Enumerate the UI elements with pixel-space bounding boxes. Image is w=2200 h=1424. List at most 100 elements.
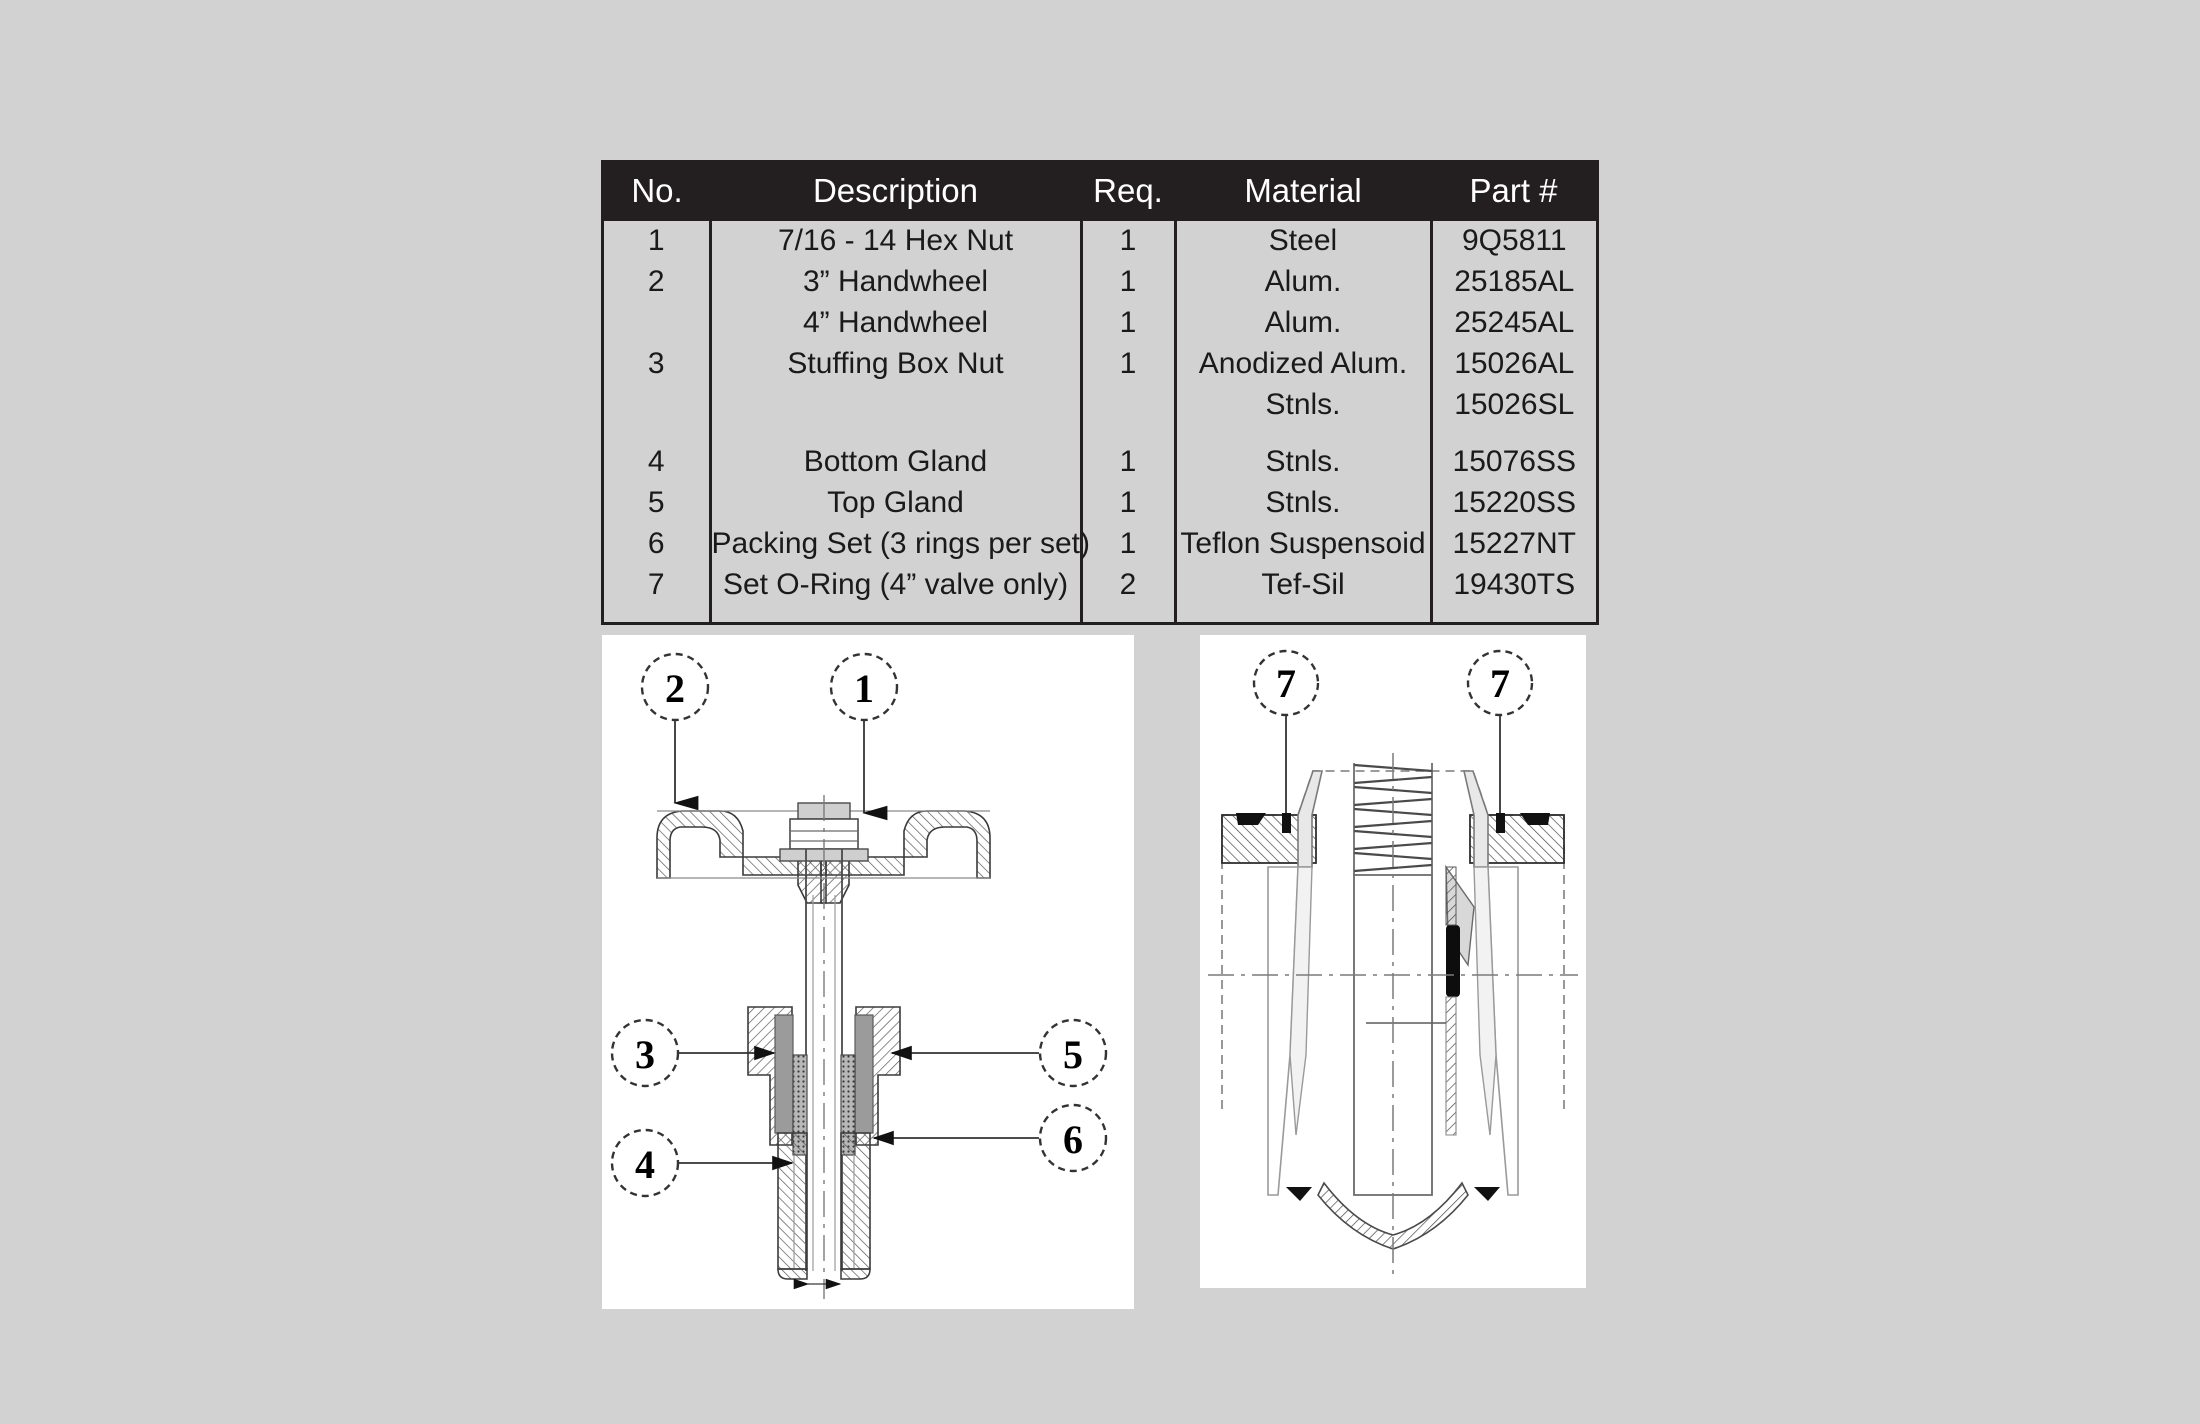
table-row: 5 Top Gland 1 Stnls. 15220SS xyxy=(604,483,1596,524)
sleeve-right-inner xyxy=(1473,866,1497,1136)
parts-table-body: 1 7/16 - 14 Hex Nut 1 Steel 9Q5811 2 3” … xyxy=(604,221,1596,622)
column-header-material: Material xyxy=(1175,163,1431,221)
column-header-req: Req. xyxy=(1081,163,1175,221)
cell-material: Steel xyxy=(1173,221,1433,262)
balloon-7-right-arrow xyxy=(1496,813,1505,833)
cell-no: 6 xyxy=(604,524,712,565)
cell-spacer xyxy=(1429,606,1596,622)
balloon-7-left-label: 7 xyxy=(1276,661,1296,706)
table-header-row: No. Description Req. Material Part # xyxy=(604,163,1596,221)
cell-req: 1 xyxy=(1079,303,1177,344)
cell-part: 9Q5811 xyxy=(1429,221,1596,262)
bottom-gland-left xyxy=(777,1132,808,1270)
cell-part: 25185AL xyxy=(1429,262,1596,303)
cell-req: 1 xyxy=(1079,483,1177,524)
cell-no: 5 xyxy=(604,483,712,524)
cell-spacer xyxy=(1173,426,1433,442)
cell-spacer xyxy=(604,426,712,442)
inner-sleeves xyxy=(1267,864,1519,1196)
column-header-no: No. xyxy=(604,163,710,221)
gland-inner-collar-right xyxy=(854,1014,874,1134)
cell-description: 3” Handwheel xyxy=(708,262,1083,303)
table-row: 7 Set O-Ring (4” valve only) 2 Tef-Sil 1… xyxy=(604,565,1596,606)
cell-no: 7 xyxy=(604,565,712,606)
stuffing-box-assembly xyxy=(747,1006,901,1290)
cell-material: Stnls. xyxy=(1173,483,1433,524)
balloon-4-label: 4 xyxy=(635,1142,655,1187)
balloon-2[interactable]: 2 xyxy=(640,652,710,811)
table-row: Stnls. 15026SL xyxy=(604,385,1596,426)
balloon-5-label: 5 xyxy=(1063,1032,1083,1077)
cell-description: Set O-Ring (4” valve only) xyxy=(708,565,1083,606)
balloon-6-label: 6 xyxy=(1063,1117,1083,1162)
sleeve-left-inner xyxy=(1289,866,1313,1136)
table-row: 1 7/16 - 14 Hex Nut 1 Steel 9Q5811 xyxy=(604,221,1596,262)
cell-spacer xyxy=(708,606,1083,622)
cell-part: 15227NT xyxy=(1429,524,1596,565)
balloon-5[interactable]: 5 xyxy=(890,1018,1108,1088)
gland-inner-collar-left xyxy=(774,1014,794,1134)
cell-part: 25245AL xyxy=(1429,303,1596,344)
cell-spacer xyxy=(1173,606,1433,622)
cell-spacer xyxy=(1079,426,1177,442)
balloon-3-label: 3 xyxy=(635,1032,655,1077)
bottom-gland-chamfer-right xyxy=(840,1268,871,1280)
handwheel-rim-left xyxy=(656,810,744,879)
column-header-part: Part # xyxy=(1431,163,1596,221)
lower-oring-section xyxy=(1446,925,1460,997)
table-row: 2 3” Handwheel 1 Alum. 25185AL xyxy=(604,262,1596,303)
cell-no: 1 xyxy=(604,221,712,262)
cell-no xyxy=(604,303,712,344)
table-row: 3 Stuffing Box Nut 1 Anodized Alum. 1502… xyxy=(604,344,1596,385)
bottom-wedge-left xyxy=(1286,1187,1312,1201)
parts-table-head: No. Description Req. Material Part # xyxy=(604,163,1596,221)
sleeve-left-outer xyxy=(1267,866,1299,1196)
cell-description: Packing Set (3 rings per set) xyxy=(708,524,1090,565)
balloon-6-circle xyxy=(1038,1103,1108,1173)
balloon-1[interactable]: 1 xyxy=(829,652,899,821)
cell-req: 1 xyxy=(1079,344,1177,385)
handwheel-stuffing-box-drawing: 2 1 3 5 4 6 xyxy=(610,652,1108,1299)
cell-no: 2 xyxy=(604,262,712,303)
oring-seat-left xyxy=(1236,813,1266,825)
cell-part: 19430TS xyxy=(1429,565,1596,606)
lower-oring-groove xyxy=(1445,866,1457,926)
cell-description: 4” Handwheel xyxy=(708,303,1083,344)
cell-no: 4 xyxy=(604,442,712,483)
cell-req: 1 xyxy=(1079,221,1177,262)
cell-description: Bottom Gland xyxy=(708,442,1083,483)
cell-material: Stnls. xyxy=(1173,385,1433,426)
cell-material: Alum. xyxy=(1173,303,1433,344)
balloon-5-circle xyxy=(1038,1018,1108,1088)
parts-table: No. Description Req. Material Part # 1 7… xyxy=(604,163,1596,622)
balloon-7-right[interactable]: 7 xyxy=(1466,649,1534,833)
cell-no xyxy=(604,385,712,426)
cell-req: 1 xyxy=(1079,262,1177,303)
drawing-panel-left: 2 1 3 5 4 6 xyxy=(602,635,1134,1309)
balloon-3[interactable]: 3 xyxy=(610,1018,776,1088)
cell-material: Teflon Suspensoid xyxy=(1173,524,1433,565)
balloon-1-circle xyxy=(829,652,899,722)
valve-body-oring-drawing: 7 7 xyxy=(1208,649,1578,1275)
cell-material: Tef-Sil xyxy=(1173,565,1433,606)
cell-spacer xyxy=(1429,426,1596,442)
cell-req: 2 xyxy=(1079,565,1177,606)
bottom-gland-right xyxy=(840,1132,871,1270)
balloon-7-left[interactable]: 7 xyxy=(1252,649,1320,833)
cell-part: 15220SS xyxy=(1429,483,1596,524)
parts-table-container: No. Description Req. Material Part # 1 7… xyxy=(601,160,1599,625)
balloon-7-left-arrow xyxy=(1282,813,1291,833)
cell-description: Top Gland xyxy=(708,483,1083,524)
cell-part: 15076SS xyxy=(1429,442,1596,483)
sleeve-right-outer xyxy=(1487,866,1519,1196)
table-row-spacer xyxy=(604,426,1596,442)
cell-req xyxy=(1079,385,1177,426)
bottom-gland-chamfer-left xyxy=(777,1268,808,1280)
balloon-4[interactable]: 4 xyxy=(610,1128,794,1198)
cell-req: 1 xyxy=(1079,524,1177,565)
drawing-panel-right: 7 7 xyxy=(1200,635,1586,1288)
balloon-6[interactable]: 6 xyxy=(872,1103,1108,1173)
seat-diaphragm xyxy=(1317,1181,1469,1250)
balloon-2-label: 2 xyxy=(665,666,685,711)
cell-description xyxy=(708,385,1083,426)
